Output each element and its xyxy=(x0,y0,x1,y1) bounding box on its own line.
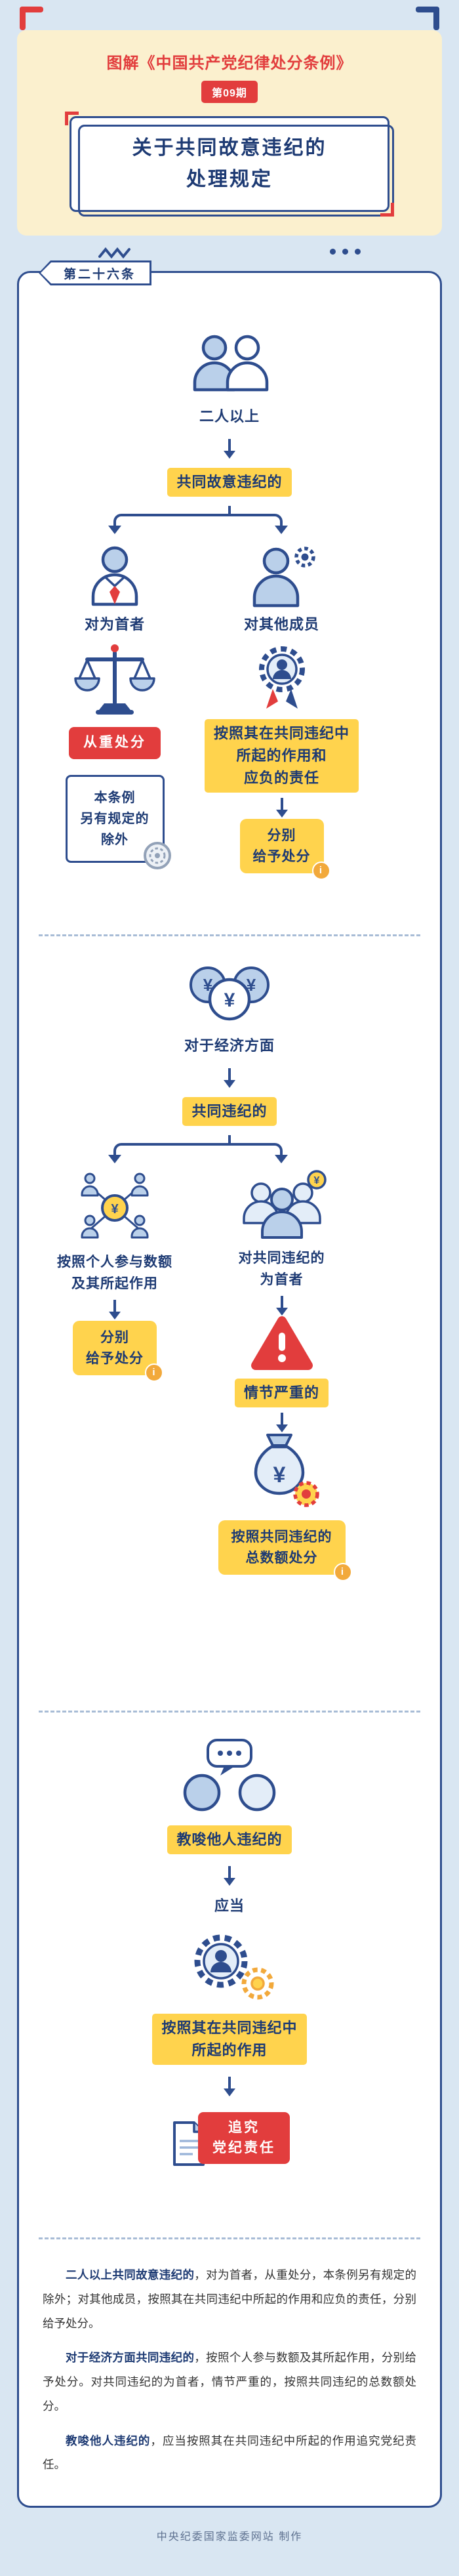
condition-highlight: 共同违纪的 xyxy=(182,1097,277,1127)
page-title: 关于共同故意违纪的 处理规定 xyxy=(132,137,327,190)
result-badge-yellow: 分别 给予处分 i xyxy=(239,819,330,881)
title-box: 关于共同故意违纪的 处理规定 xyxy=(65,112,394,217)
basis-highlight: 按照其在共同违纪中 所起的作用 xyxy=(152,2014,307,2066)
gears-icon xyxy=(194,1934,274,2000)
stamp-icon xyxy=(143,841,171,869)
moneybag-icon: ¥ xyxy=(254,1434,319,1508)
article-tab-label: 第二十六条 xyxy=(41,262,150,283)
corner-bar-blue-icon xyxy=(433,7,439,30)
svg-text:¥: ¥ xyxy=(313,1175,319,1186)
flow-section-joint-violation: 二人以上 共同故意违纪的 对为首者 xyxy=(35,304,424,934)
basis-highlight: 按照其在共同违纪中 所起的作用和 应负的责任 xyxy=(204,719,359,793)
series-title: 图解《中国共产党纪律处分条例》 xyxy=(106,54,353,72)
coins-icon: ¥ ¥ ¥ xyxy=(190,966,269,1021)
group-icon: ¥ xyxy=(242,1170,327,1239)
corner-bar-red-icon xyxy=(20,7,43,12)
down-arrow-icon xyxy=(228,2077,231,2089)
svg-text:¥: ¥ xyxy=(273,1463,285,1487)
subject-label: 对于经济方面 xyxy=(184,1037,275,1054)
summary-paragraph: 二人以上共同故意违纪的，对为首者，从重处分，本条例另有规定的除外；对其他成员，按… xyxy=(43,2268,417,2330)
result-badge-red: 从重处分 xyxy=(69,727,161,759)
corner-bracket-icon xyxy=(380,203,394,217)
footer-credit: 中央纪委国家监委网站 制作 xyxy=(156,2531,303,2543)
svg-text:¥: ¥ xyxy=(111,1202,119,1216)
svg-text:¥: ¥ xyxy=(224,989,235,1011)
result-badge-yellow: 按照共同违纪的 总数额处分 i xyxy=(218,1520,352,1582)
wave-icon xyxy=(98,247,130,259)
leader-icon xyxy=(91,546,138,606)
subject-label: 二人以上 xyxy=(199,408,260,425)
member-gear-icon xyxy=(252,547,315,608)
network-icon: ¥ xyxy=(81,1173,149,1239)
severity-highlight: 情节严重的 xyxy=(234,1379,329,1408)
target-text: 对共同违纪的 为首者 xyxy=(238,1251,325,1287)
two-users-icon xyxy=(193,335,269,392)
branch-right-ringleader-economic: ¥ 对共同违纪的 为首者 情节严重的 xyxy=(195,1167,369,1582)
condition-highlight: 共同故意违纪的 xyxy=(167,468,292,497)
down-arrow-icon xyxy=(228,1068,231,1080)
branch-row: ¥ 按照个人参与数额 及其所起作用 分别 给予处分 i xyxy=(35,1167,424,1582)
info-icon: i xyxy=(311,862,330,881)
summary-section: 二人以上共同故意违纪的，对为首者，从重处分，本条例另有规定的除外；对其他成员，按… xyxy=(35,2239,424,2490)
down-arrow-icon xyxy=(280,1413,283,1425)
dots-icon xyxy=(330,249,361,255)
branch-left-ringleader: 对为首者 从重处分 本条例 另有 xyxy=(35,537,195,869)
dashed-divider xyxy=(39,2237,420,2239)
branch-left-individual-amount: ¥ 按照个人参与数额 及其所起作用 分别 给予处分 i xyxy=(35,1167,195,1382)
dashed-divider xyxy=(39,1711,420,1713)
main-card: 第二十六条 二人以上 共同故意违纪的 xyxy=(17,260,442,2508)
whisper-icon xyxy=(183,1739,276,1812)
corner-bar-red-icon xyxy=(20,7,26,30)
down-arrow-icon xyxy=(280,798,283,810)
branch-row: 对为首者 从重处分 本条例 另有 xyxy=(35,537,424,881)
corner-bracket-icon xyxy=(65,112,79,125)
branch-connector xyxy=(35,506,424,537)
info-icon: i xyxy=(333,1563,352,1582)
summary-paragraph: 教唆他人违纪的，应当按照其在共同违纪中所起的作用追究党纪责任。 xyxy=(43,2434,416,2472)
result-badge-yellow: 分别 给予处分 i xyxy=(73,1321,163,1382)
corner-bar-blue-icon xyxy=(416,7,439,12)
issue-badge: 第09期 xyxy=(201,81,258,103)
modal-label: 应当 xyxy=(214,1898,245,1915)
article-tab: 第二十六条 xyxy=(39,260,151,285)
exception-note: 本条例 另有规定的 除外 xyxy=(65,774,171,869)
basis-text: 按照个人参与数额 及其所起作用 xyxy=(57,1255,172,1291)
target-label: 对为首者 xyxy=(84,616,145,633)
info-icon: i xyxy=(145,1363,163,1382)
header-card: 图解《中国共产党纪律处分条例》 第09期 关于共同故意违纪的 处理规定 xyxy=(17,30,442,236)
condition-highlight: 教唆他人违纪的 xyxy=(167,1825,292,1855)
down-arrow-icon xyxy=(228,1866,231,1879)
verdict: 追究 党纪责任 xyxy=(169,2112,290,2166)
dashed-divider xyxy=(39,934,420,936)
svg-text:¥: ¥ xyxy=(247,975,256,995)
flow-section-instigation: 教唆他人违纪的 应当 按照其在共同违纪中 所起的作用 xyxy=(35,1713,424,2237)
down-arrow-icon xyxy=(228,439,231,451)
flow-section-economic: ¥ ¥ ¥ 对于经济方面 共同违纪的 xyxy=(35,936,424,1711)
branch-right-other-members: 对其他成员 按照其在共同违纪中 所起的作用和 应负的责任 xyxy=(195,537,369,881)
mid-decorations xyxy=(0,236,459,271)
target-label: 对其他成员 xyxy=(243,616,319,633)
summary-paragraph: 对于经济方面共同违纪的，按照个人参与数额及其所起作用，分别给予处分。对共同违纪的… xyxy=(43,2351,417,2413)
down-arrow-icon xyxy=(280,1296,283,1308)
role-badge-icon xyxy=(258,646,305,709)
warning-icon xyxy=(250,1316,313,1371)
verdict-badge: 追究 党纪责任 xyxy=(198,2112,290,2165)
svg-text:¥: ¥ xyxy=(203,975,213,995)
scales-icon xyxy=(74,644,155,715)
branch-connector xyxy=(35,1135,424,1167)
down-arrow-icon xyxy=(113,1300,116,1312)
